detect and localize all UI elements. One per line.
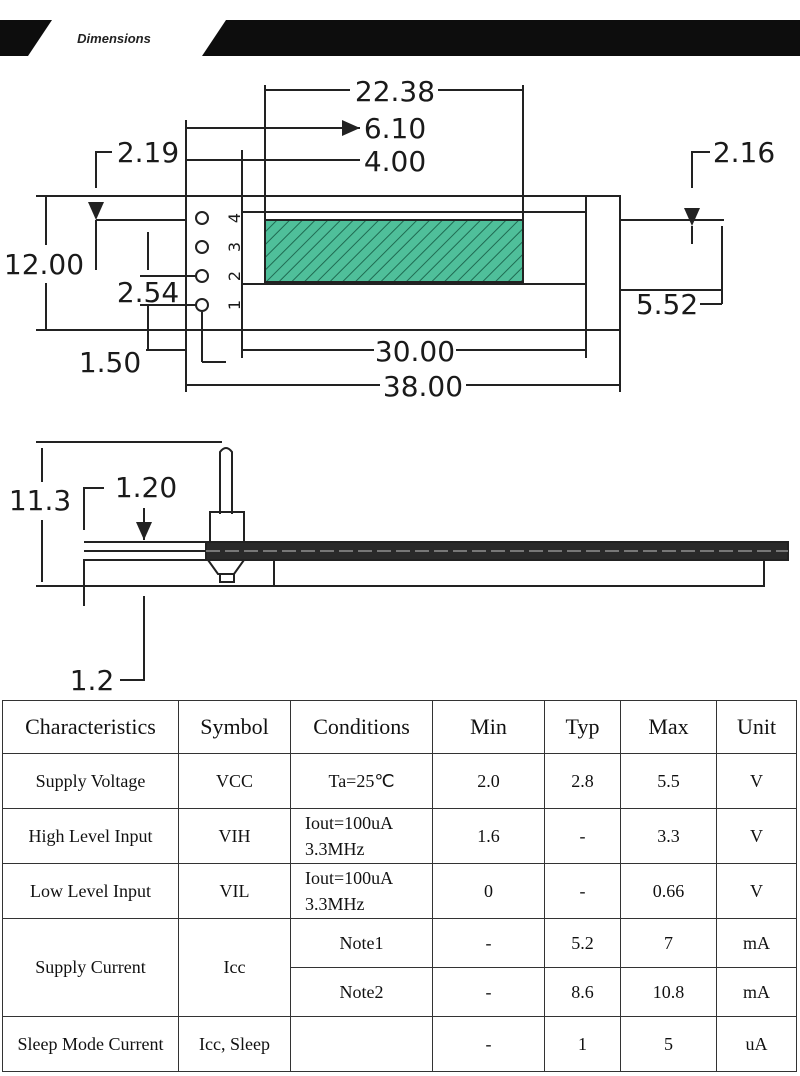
header-unit: Unit (716, 700, 797, 754)
cell-characteristic: Supply Voltage (2, 753, 179, 809)
cell-unit: mA (716, 918, 797, 968)
condition-line: Iout=100uA (305, 813, 394, 833)
table-row: High Level Input VIH Iout=100uA 3.3MHz 1… (2, 808, 797, 864)
table-row: Supply Voltage VCC Ta=25℃ 2.0 2.8 5.5 V (2, 753, 797, 809)
condition-line: Iout=100uA (305, 868, 394, 888)
dim-6-10: 6.10 (364, 112, 426, 145)
pin-label: 4 (225, 213, 244, 223)
side-view (36, 441, 789, 681)
banner-tab (28, 20, 226, 56)
cell-characteristic: Supply Current (2, 918, 179, 1017)
dim-2-16: 2.16 (713, 136, 775, 169)
table-header-row: Characteristics Symbol Conditions Min Ty… (2, 700, 797, 754)
active-area (264, 219, 524, 283)
cell-symbol: Icc (178, 918, 291, 1017)
pin-label: 2 (225, 271, 244, 281)
cell-typ: 8.6 (544, 967, 621, 1017)
cell-max: 7 (620, 918, 717, 968)
header-typ: Typ (544, 700, 621, 754)
cell-conditions: Note2 (290, 967, 433, 1017)
header-conditions: Conditions (290, 700, 433, 754)
cell-unit: uA (716, 1016, 797, 1072)
pin-label: 1 (225, 300, 244, 310)
cell-characteristic: Sleep Mode Current (2, 1016, 179, 1072)
dim-1-50: 1.50 (79, 346, 141, 379)
cell-min: 1.6 (432, 808, 545, 864)
header-characteristics: Characteristics (2, 700, 179, 754)
header-max: Max (620, 700, 717, 754)
cell-unit: V (716, 808, 797, 864)
dim-22-38: 22.38 (355, 75, 435, 108)
condition-line: 3.3MHz (305, 894, 365, 914)
banner-title: Dimensions (77, 31, 151, 46)
section-banner: Dimensions (0, 20, 800, 56)
cell-conditions: Iout=100uA 3.3MHz (290, 863, 433, 919)
cell-typ: - (544, 863, 621, 919)
cell-max: 5.5 (620, 753, 717, 809)
dim-5-52: 5.52 (636, 288, 698, 321)
cell-conditions: Note1 (290, 918, 433, 968)
pin-hole (195, 211, 209, 225)
pin-hole (195, 298, 209, 312)
table-row: Low Level Input VIL Iout=100uA 3.3MHz 0 … (2, 863, 797, 919)
cell-conditions: Iout=100uA 3.3MHz (290, 808, 433, 864)
table-row: Note2 - 8.6 10.8 mA (3, 967, 797, 1017)
cell-symbol: VIL (178, 863, 291, 919)
dim-2-54: 2.54 (117, 276, 179, 309)
cell-typ: 2.8 (544, 753, 621, 809)
table-row: Supply Current Icc Note1 - 5.2 7 mA (2, 918, 797, 1017)
cell-typ: 1 (544, 1016, 621, 1072)
cell-symbol: VIH (178, 808, 291, 864)
cell-min: - (432, 967, 545, 1017)
cell-max: 10.8 (620, 967, 717, 1017)
dim-30-00: 30.00 (375, 335, 455, 368)
cell-conditions: Ta=25℃ (290, 753, 433, 809)
dim-4-00: 4.00 (364, 145, 426, 178)
dim-12-00: 12.00 (4, 248, 84, 281)
dim-1-20: 1.20 (115, 471, 177, 504)
dim-1-2: 1.2 (70, 664, 115, 697)
header-min: Min (432, 700, 545, 754)
cell-max: 0.66 (620, 863, 717, 919)
cell-conditions (290, 1016, 433, 1072)
cell-unit: mA (716, 967, 797, 1017)
cell-max: 3.3 (620, 808, 717, 864)
cell-unit: V (716, 753, 797, 809)
cell-characteristic: Low Level Input (2, 863, 179, 919)
pcb-outline (185, 195, 621, 331)
electrical-characteristics-table: Characteristics Symbol Conditions Min Ty… (2, 700, 797, 1072)
cell-characteristic: High Level Input (2, 808, 179, 864)
dim-11-3: 11.3 (9, 484, 71, 517)
display-frame (241, 211, 587, 285)
cell-symbol: VCC (178, 753, 291, 809)
cell-typ: 5.2 (544, 918, 621, 968)
cell-max: 5 (620, 1016, 717, 1072)
condition-line: 3.3MHz (305, 839, 365, 859)
dim-38-00: 38.00 (383, 370, 463, 403)
table-row: Sleep Mode Current Icc, Sleep - 1 5 uA (2, 1016, 797, 1072)
cell-min: - (432, 1016, 545, 1072)
cell-min: 0 (432, 863, 545, 919)
dim-2-19: 2.19 (117, 136, 179, 169)
pin-hole (195, 269, 209, 283)
top-view (36, 85, 724, 392)
cell-unit: V (716, 863, 797, 919)
pin-hole (195, 240, 209, 254)
cell-min: - (432, 918, 545, 968)
cell-min: 2.0 (432, 753, 545, 809)
glass-side (83, 559, 765, 587)
dimension-drawing: 22.38 6.10 4.00 2.19 2.16 12.00 2.54 5.5… (4, 75, 789, 697)
pin-label: 3 (225, 242, 244, 252)
cell-typ: - (544, 808, 621, 864)
header-symbol: Symbol (178, 700, 291, 754)
cell-symbol: Icc, Sleep (178, 1016, 291, 1072)
